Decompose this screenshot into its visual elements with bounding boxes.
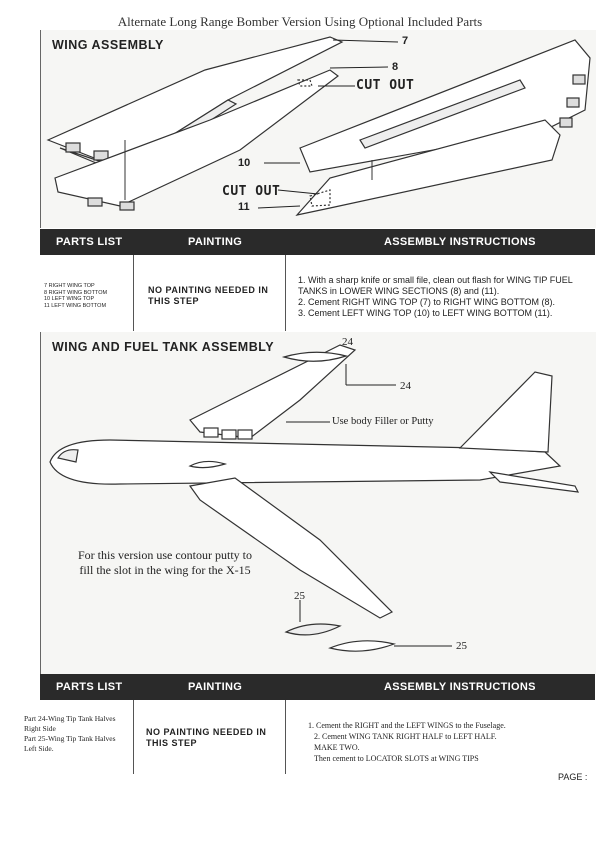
painting-heading: PAINTING xyxy=(188,681,243,693)
instruction-step: 2. Cement WING TANK RIGHT HALF to LEFT H… xyxy=(314,732,497,741)
section2-header-bar: PARTS LIST PAINTING ASSEMBLY INSTRUCTION… xyxy=(40,674,595,700)
instruction-step: 1. Cement the RIGHT and the LEFT WINGS t… xyxy=(308,721,506,730)
parts-item: Right Side xyxy=(24,724,56,733)
parts-item: Left Side. xyxy=(24,744,54,753)
painting-heading: PAINTING xyxy=(188,236,243,248)
section2-details-row: Part 24-Wing Tip Tank Halves Right Side … xyxy=(24,700,595,774)
page-number: PAGE : xyxy=(558,772,588,782)
instruction-step: MAKE TWO. xyxy=(314,743,360,752)
cut-out-label-left: CUT OUT xyxy=(222,184,281,199)
parts-item: 11 LEFT WING BOTTOM xyxy=(44,302,107,309)
callout-part-24-right: 24 xyxy=(400,380,411,392)
callout-part-11: 11 xyxy=(238,201,250,213)
callout-part-8: 8 xyxy=(392,61,399,73)
bomber-illustration xyxy=(49,344,580,652)
assembly-instructions: 1. Cement the RIGHT and the LEFT WINGS t… xyxy=(308,720,593,764)
section1-header-bar: PARTS LIST PAINTING ASSEMBLY INSTRUCTION… xyxy=(40,229,595,255)
assembly-heading: ASSEMBLY INSTRUCTIONS xyxy=(384,681,536,693)
callout-part-25-left: 25 xyxy=(294,590,305,602)
parts-list: 7 RIGHT WING TOP 8 RIGHT WING BOTTOM 10 … xyxy=(44,283,132,309)
instruction-step: 2. Cement RIGHT WING TOP (7) to RIGHT WI… xyxy=(298,297,556,307)
parts-item: Part 24-Wing Tip Tank Halves xyxy=(24,714,116,723)
callout-part-25-right: 25 xyxy=(456,640,467,652)
assembly-instructions: 1. With a sharp knife or small file, cle… xyxy=(298,275,593,319)
instruction-step: 3. Cement LEFT WING TOP (10) to LEFT WIN… xyxy=(298,308,553,318)
parts-item: 10 LEFT WING TOP xyxy=(44,296,95,302)
page-header-title: Alternate Long Range Bomber Version Usin… xyxy=(117,14,483,29)
parts-item: Part 25-Wing Tip Tank Halves xyxy=(24,734,116,743)
callout-part-10: 10 xyxy=(238,157,251,169)
wing-fuel-tank-title: WING AND FUEL TANK ASSEMBLY xyxy=(52,340,275,354)
assembly-heading: ASSEMBLY INSTRUCTIONS xyxy=(384,236,536,248)
painting-note: NO PAINTING NEEDED IN THIS STEP xyxy=(148,285,269,306)
parts-item: 7 RIGHT WING TOP xyxy=(44,283,95,289)
cut-out-label-right: CUT OUT xyxy=(356,78,415,93)
parts-item: 8 RIGHT WING BOTTOM xyxy=(44,289,108,296)
painting-note: NO PAINTING NEEDED IN THIS STEP xyxy=(146,727,267,748)
parts-list-heading: PARTS LIST xyxy=(56,236,123,248)
parts-list: Part 24-Wing Tip Tank Halves Right Side … xyxy=(24,714,132,754)
instruction-step: Then cement to LOCATOR SLOTS at WING TIP… xyxy=(314,754,479,763)
wing-fuel-tank-panel xyxy=(40,332,596,674)
parts-list-heading: PARTS LIST xyxy=(56,681,123,693)
callout-part-24-top: 24 xyxy=(342,336,353,348)
instruction-step: 1. With a sharp knife or small file, cle… xyxy=(298,275,573,296)
callout-part-7: 7 xyxy=(402,35,409,47)
section1-details-row: 7 RIGHT WING TOP 8 RIGHT WING BOTTOM 10 … xyxy=(40,255,595,331)
wing-assembly-title: WING ASSEMBLY xyxy=(52,38,164,52)
wing-assembly-illustration xyxy=(46,36,591,216)
filler-putty-callout: Use body Filler or Putty xyxy=(332,416,434,427)
x15-putty-note: For this version use contour putty to fi… xyxy=(78,548,252,577)
